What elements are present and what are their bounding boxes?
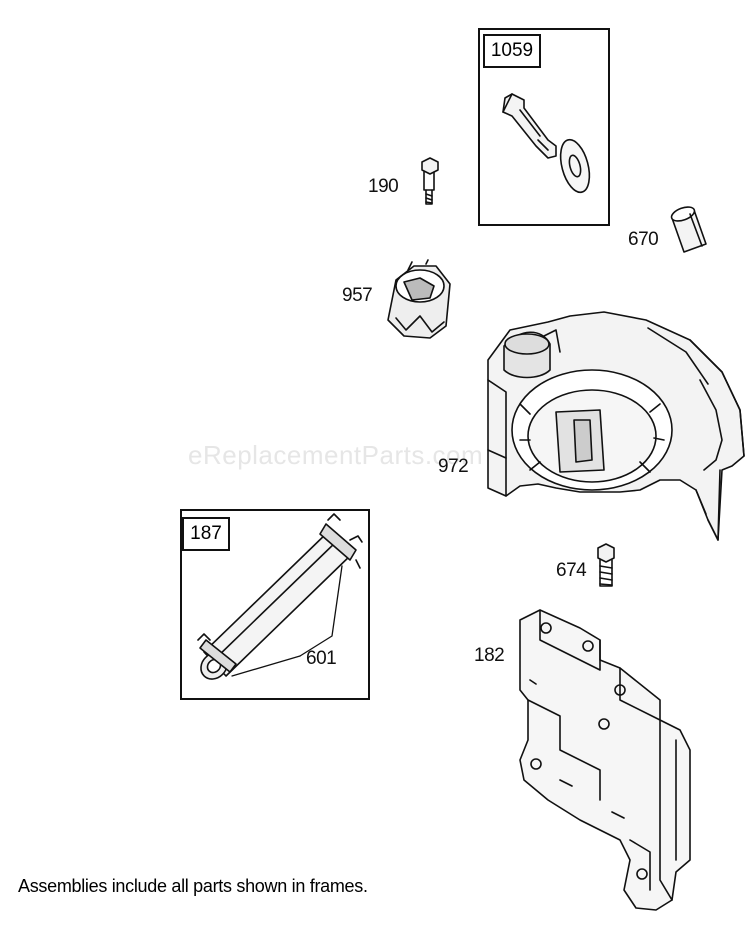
part-label-190: 190 — [368, 176, 399, 197]
leader-lines — [231, 565, 343, 677]
frame-187 — [180, 509, 370, 700]
bushing-670-drawing — [670, 206, 707, 253]
frame-label-1059: 1059 — [483, 34, 541, 68]
part-label-670: 670 — [628, 229, 659, 250]
part-label-972: 972 — [438, 456, 469, 477]
cap-957-drawing — [387, 259, 451, 339]
housing-972-drawing — [487, 311, 745, 541]
footer-caption: Assemblies include all parts shown in fr… — [18, 876, 368, 896]
part-label-957: 957 — [342, 285, 373, 306]
part-label-601: 601 — [306, 648, 337, 669]
bracket-182-drawing — [519, 609, 691, 911]
screw-190-drawing — [421, 157, 439, 205]
frame-1059 — [478, 28, 610, 226]
frame-label-187: 187 — [182, 517, 230, 551]
bolt-674-drawing — [597, 543, 615, 587]
part-label-182: 182 — [474, 645, 505, 666]
hose-187-drawing — [197, 513, 363, 680]
part-label-674: 674 — [556, 560, 587, 581]
shoulder-bolt-drawing — [502, 93, 557, 159]
washer-drawing — [559, 138, 591, 194]
watermark: eReplacementParts.com — [188, 440, 484, 470]
